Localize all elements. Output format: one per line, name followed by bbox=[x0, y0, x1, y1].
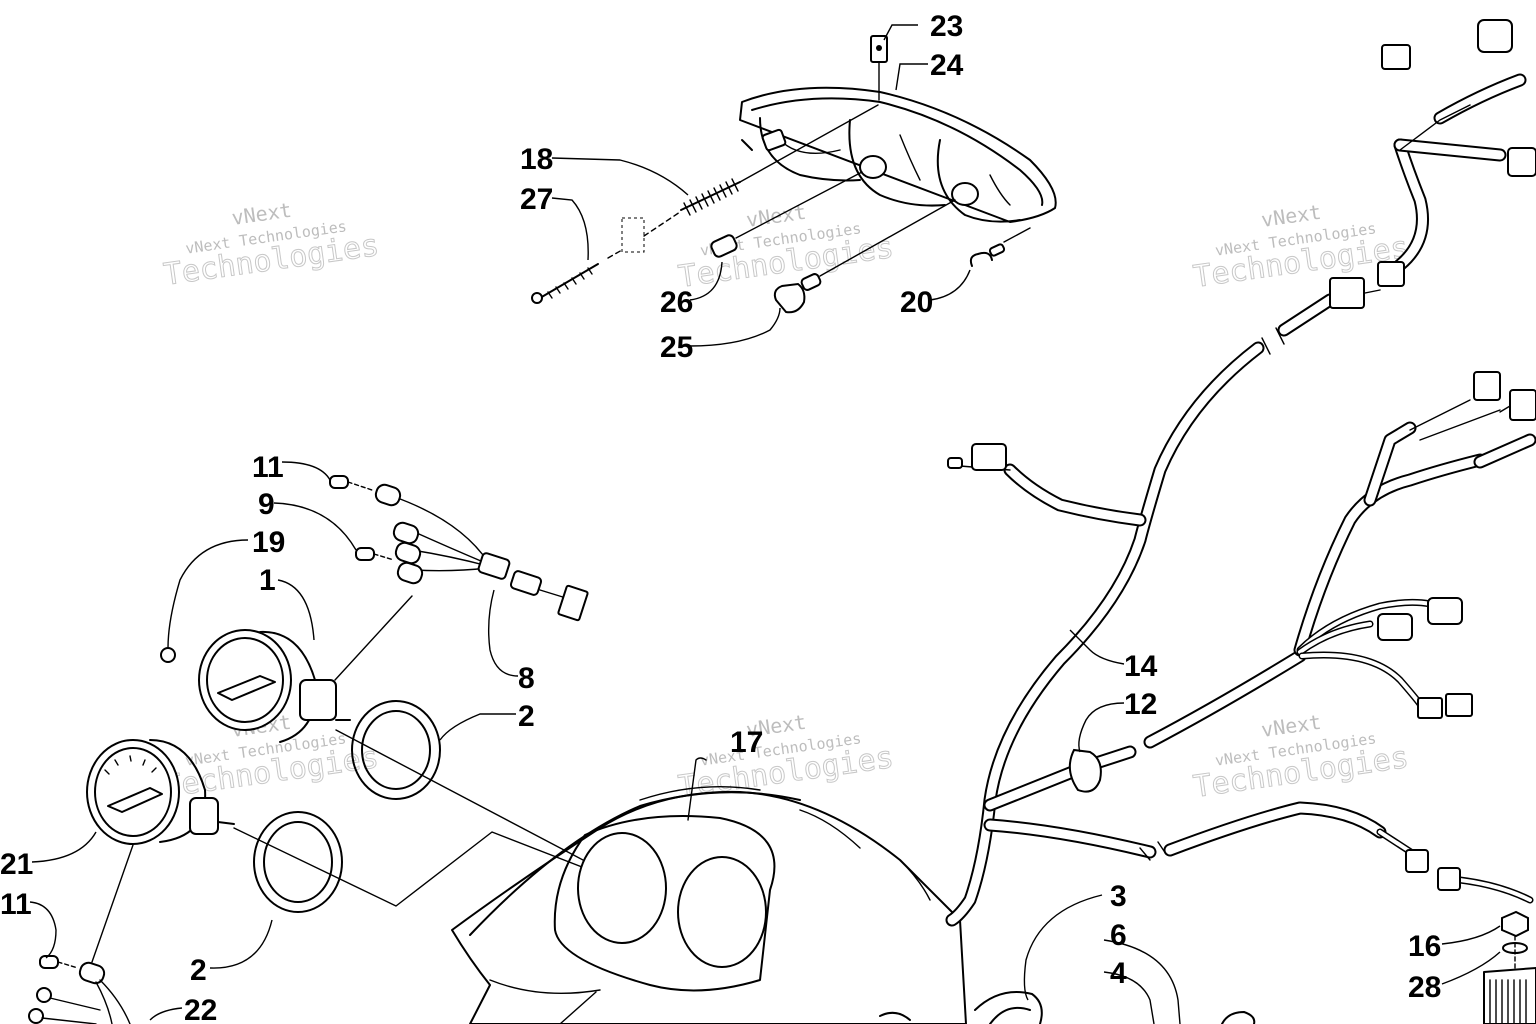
callout-21: 21 bbox=[0, 848, 33, 881]
callout-22: 22 bbox=[184, 994, 217, 1024]
callout-23: 23 bbox=[930, 10, 963, 43]
watermark-2: vNext vNext Technologies Technologies bbox=[676, 200, 897, 296]
leader-lines bbox=[29, 24, 1501, 1024]
part-8-sub-harness bbox=[329, 475, 589, 622]
watermark-1: vNext vNext Technologies Technologies bbox=[161, 198, 382, 294]
watermark-5: vNext vNext Technologies Technologies bbox=[676, 710, 897, 806]
callout-1: 1 bbox=[259, 564, 276, 597]
dash-panel-17 bbox=[451, 757, 967, 1024]
part-23-clip bbox=[870, 35, 888, 101]
callout-27: 27 bbox=[520, 183, 553, 216]
part-26-bulb bbox=[710, 171, 863, 258]
watermark-3: vNext vNext Technologies Technologies bbox=[1191, 200, 1412, 296]
headlight-assembly bbox=[739, 86, 1057, 223]
callout-6: 6 bbox=[1110, 919, 1127, 952]
gauge-1-speedometer bbox=[160, 595, 641, 891]
parts-3-6-4 bbox=[879, 991, 1256, 1024]
callout-17: 17 bbox=[730, 726, 763, 759]
callout-9: 9 bbox=[258, 488, 275, 521]
callout-12: 12 bbox=[1124, 688, 1157, 721]
part-18-spring bbox=[680, 104, 879, 216]
callout-2-top: 2 bbox=[518, 700, 535, 733]
gauge-21-tachometer bbox=[86, 739, 637, 963]
callout-20: 20 bbox=[900, 286, 933, 319]
callout-26: 26 bbox=[660, 286, 693, 319]
callout-18: 18 bbox=[520, 143, 553, 176]
callout-4: 4 bbox=[1110, 957, 1127, 990]
callout-11-top: 11 bbox=[252, 451, 284, 484]
callout-2-bottom: 2 bbox=[190, 954, 207, 987]
callout-19: 19 bbox=[252, 526, 285, 559]
harness-connectors bbox=[947, 19, 1536, 891]
callout-28: 28 bbox=[1408, 971, 1441, 1004]
harness-small-wires bbox=[959, 104, 1534, 904]
callout-14: 14 bbox=[1124, 650, 1158, 683]
callout-labels: 23 24 18 27 26 25 20 11 9 19 1 8 2 17 14… bbox=[0, 10, 1441, 1024]
callout-24: 24 bbox=[930, 49, 964, 82]
part-27-bolt bbox=[531, 211, 681, 304]
bezel-ring-2-top bbox=[351, 700, 441, 800]
bezel-ring-2-bottom bbox=[253, 811, 343, 913]
callout-16: 16 bbox=[1408, 930, 1441, 963]
part-20-clip bbox=[969, 227, 1031, 267]
part-25-socket bbox=[773, 199, 956, 314]
callout-3: 3 bbox=[1110, 880, 1127, 913]
callout-25: 25 bbox=[660, 331, 693, 364]
callout-11-bottom: 11 bbox=[0, 888, 32, 921]
parts-16-28-bracket bbox=[1483, 910, 1536, 1024]
callout-8: 8 bbox=[518, 662, 535, 695]
watermark-6: vNext vNext Technologies Technologies bbox=[1191, 710, 1412, 806]
part-22-wires bbox=[28, 955, 131, 1024]
